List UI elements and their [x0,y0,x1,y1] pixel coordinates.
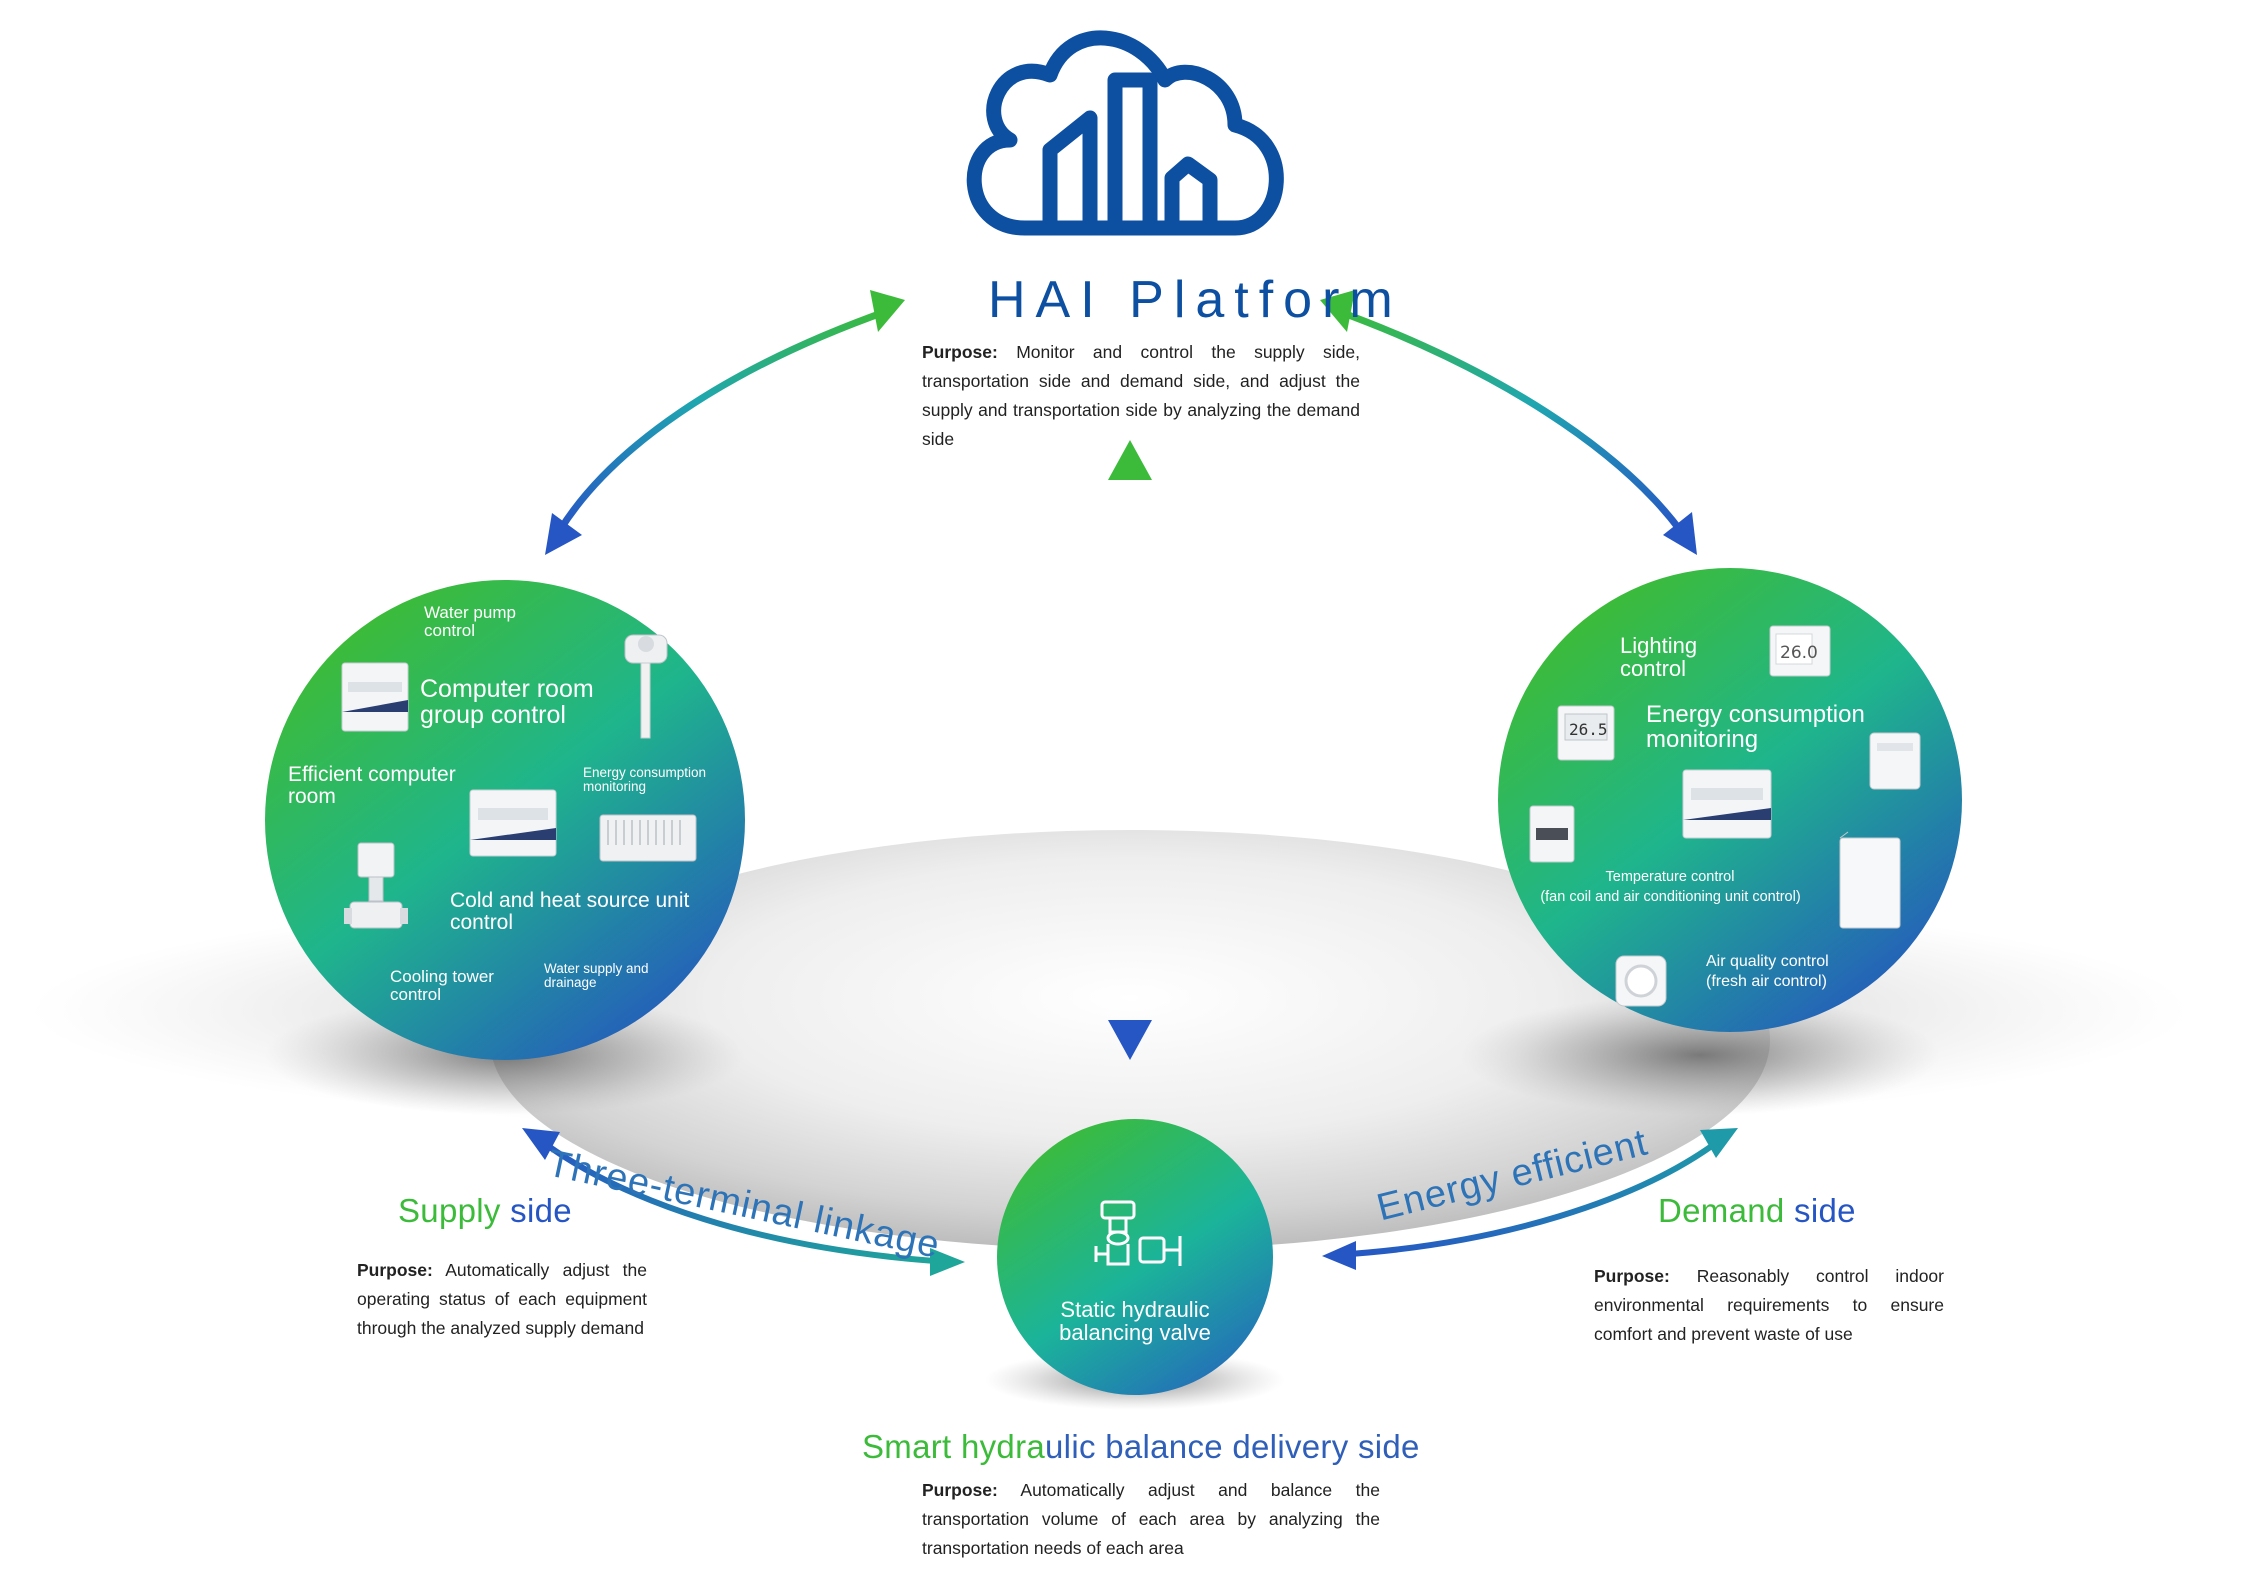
supply-heading-b: side [500,1192,572,1229]
label-valve: Static hydraulic balancing valve [1059,1297,1211,1346]
arrowhead-vertical-top [1108,440,1152,480]
label-cold-heat: Cold and heat source unit control [450,889,690,935]
platform-purpose: Purpose: Monitor and control the supply … [922,338,1360,454]
thermostat-reading-bottom: 26.5 [1569,720,1608,739]
label-efficient: Efficient computer room [288,763,456,809]
label-temperature-sub: (fan coil and air conditioning unit cont… [1540,889,1801,905]
balancing-valve-icon [1094,1200,1182,1266]
supply-heading: Supply side [398,1192,572,1230]
demand-purpose: Purpose: Reasonably control indoor envir… [1594,1262,1944,1349]
demand-purpose-label: Purpose: [1594,1266,1670,1286]
delivery-heading-a: Smart hydra [862,1428,1046,1465]
wall-panel-icon [1869,732,1921,790]
thermostat-icon-large: 26.0 [1769,625,1831,677]
label-water-supply: Water supply and drainage [544,961,649,991]
delivery-purpose: Purpose: Automatically adjust and balanc… [922,1476,1380,1563]
supply-heading-a: Supply [398,1192,501,1229]
platform-purpose-text: Monitor and control the supply side, tra… [922,342,1360,449]
arrowhead-delivery-right [1322,1241,1356,1270]
supply-purpose-label: Purpose: [357,1260,433,1280]
arrowhead-delivery-left [930,1248,965,1276]
arrowhead-demand [1663,512,1697,555]
delivery-purpose-label: Purpose: [922,1480,998,1500]
supply-purpose-text: Automatically adjust the operating statu… [357,1260,647,1338]
delivery-purpose-text: Automatically adjust and balance the tra… [922,1480,1380,1558]
arrow-demand-delivery [1334,1137,1722,1258]
controller-cabinet-icon-3 [1682,769,1772,839]
demand-heading-a: Demand [1658,1192,1785,1229]
arrowhead-platform-top-right [1320,290,1355,332]
cloud-city-icon [966,30,1284,236]
thermostat-icon-small: 26.5 [1557,705,1615,761]
arrow-supply-delivery [538,1137,951,1265]
arrowhead-platform-top-left [870,290,905,332]
arrowhead-supply-bottom [522,1128,560,1160]
platform-purpose-label: Purpose: [922,342,998,362]
din-meter-icon [1529,805,1575,863]
right-circle-shadow [1460,995,1940,1115]
sensor-probe-icon [624,634,668,739]
demand-purpose-text: Reasonably control indoor environmental … [1594,1266,1944,1344]
thermostat-reading-top: 26.0 [1780,643,1818,663]
enclosure-box-icon [1839,831,1901,929]
industrial-pc-icon [599,814,697,862]
label-lighting: Lighting control [1620,633,1698,682]
label-temperature: Temperature control [1605,869,1735,885]
label-energy-monitoring-supply: Energy consumption monitoring [583,765,707,795]
label-water-pump: Water pump control [424,603,516,640]
delivery-circle[interactable] [997,1119,1273,1395]
demand-heading: Demand side [1658,1192,1856,1230]
demand-heading-b: side [1784,1192,1856,1229]
controller-cabinet-icon-2 [469,789,557,857]
label-air-quality-sub: (fresh air control) [1706,973,1827,990]
delivery-heading: Smart hydraulic balance delivery side [862,1428,1420,1466]
arrowhead-supply [545,513,582,555]
valve-actuator-icon [344,842,408,929]
label-computer-room: Computer room group control [420,675,594,730]
controller-cabinet-icon [341,662,409,732]
platform-title: HAI Platform [988,271,1403,329]
label-air-quality: Air quality control [1706,953,1829,970]
arrowhead-demand-bottom [1700,1128,1738,1158]
supply-purpose: Purpose: Automatically adjust the operat… [357,1256,647,1343]
delivery-heading-b: ulic balance delivery side [1045,1428,1420,1465]
arrow-platform-demand [1333,306,1683,533]
arrowhead-vertical-bottom [1108,1020,1152,1060]
label-cooling-tower: Cooling tower control [390,967,494,1004]
label-energy-monitoring-demand: Energy consumption monitoring [1646,701,1865,754]
air-sensor-icon [1615,955,1667,1007]
arrow-platform-supply [557,306,892,532]
